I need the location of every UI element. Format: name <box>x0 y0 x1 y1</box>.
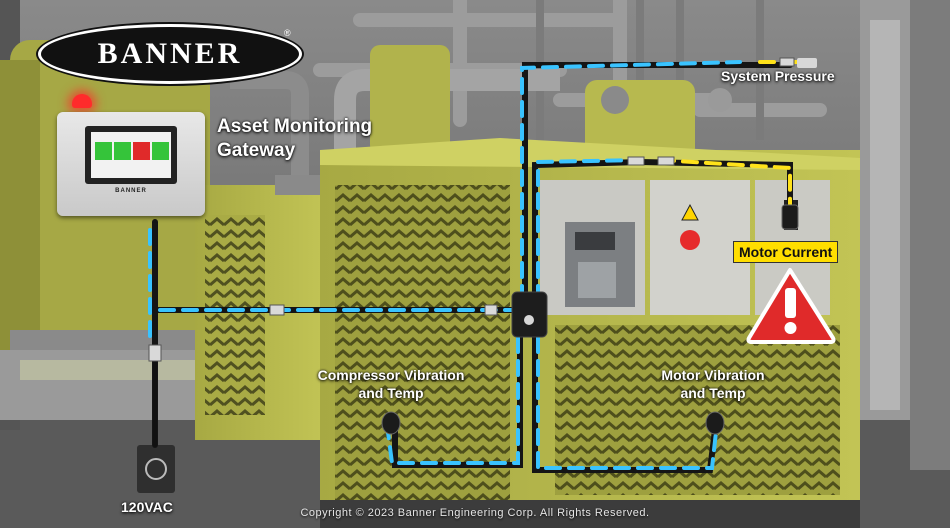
logo-text: BANNER <box>98 37 243 71</box>
asset-monitoring-gateway-label: Asset Monitoring Gateway <box>217 115 372 163</box>
power-outlet <box>137 445 175 493</box>
red-status-light-icon <box>72 94 92 108</box>
system-pressure-label: System Pressure <box>721 68 835 84</box>
motor-vibration-label: Motor Vibration and Temp <box>638 366 788 402</box>
gateway-device: BANNER <box>57 112 205 216</box>
motor-current-label: Motor Current <box>733 241 838 263</box>
gateway-brand: BANNER <box>57 188 205 194</box>
splitter-hub <box>512 292 547 337</box>
status-tile <box>133 142 150 160</box>
status-tile <box>152 142 169 160</box>
gateway-screen <box>85 126 177 184</box>
status-tile <box>114 142 131 160</box>
compressor-grille <box>335 185 510 505</box>
registered-mark: ® <box>284 28 291 38</box>
copyright-text: Copyright © 2023 Banner Engineering Corp… <box>0 507 950 519</box>
banner-logo: BANNER <box>38 24 302 84</box>
status-tile <box>95 142 112 160</box>
compressor-vibration-label: Compressor Vibration and Temp <box>305 366 477 402</box>
